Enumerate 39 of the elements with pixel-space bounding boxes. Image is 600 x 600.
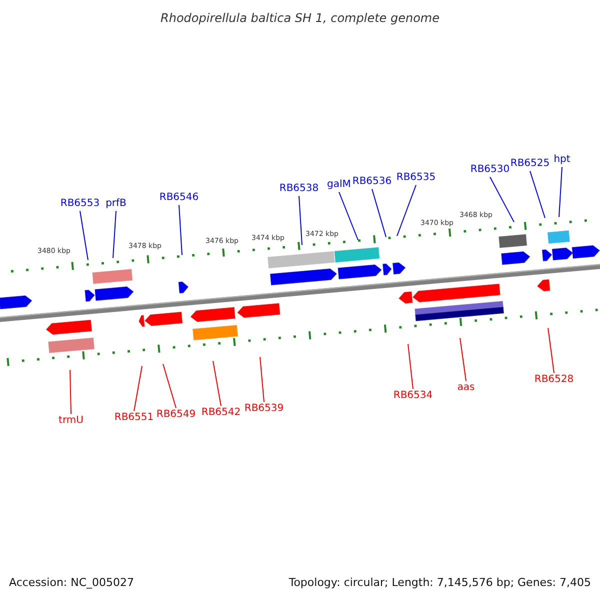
gene-label: RB6539 bbox=[244, 402, 284, 416]
gene-label: RB6536 bbox=[352, 175, 392, 189]
gene-label: galM bbox=[327, 178, 351, 192]
leader-line bbox=[460, 338, 466, 382]
leader-line bbox=[338, 192, 358, 240]
leader-line bbox=[178, 204, 182, 256]
gene-label: RB6525 bbox=[510, 157, 550, 171]
leader-line bbox=[134, 366, 142, 412]
gene-label: RB6546 bbox=[159, 191, 199, 205]
gene-label: RB6549 bbox=[156, 408, 196, 422]
gene-label: RB6530 bbox=[470, 163, 510, 177]
gene-label: aas bbox=[457, 381, 475, 395]
gene-label: RB6551 bbox=[114, 411, 154, 425]
gene-label: RB6538 bbox=[279, 182, 319, 196]
leader-line bbox=[558, 166, 562, 218]
accession-text: Accession: NC_005027 bbox=[9, 575, 134, 591]
title: Rhodopirellula baltica SH 1, complete genome bbox=[160, 10, 440, 27]
gene-label: RB6542 bbox=[201, 406, 241, 420]
gene-label: RB6535 bbox=[396, 171, 436, 185]
leader-line bbox=[548, 328, 554, 374]
leader-line bbox=[80, 210, 88, 260]
gene-label: RB6528 bbox=[534, 373, 574, 387]
gene-label: RB6534 bbox=[393, 389, 433, 403]
genome-summary-text: Topology: circular; Length: 7,145,576 bp; Genes: 7,405 bbox=[288, 575, 591, 591]
leader-line bbox=[162, 364, 176, 408]
leader-line bbox=[260, 356, 264, 402]
gene-label: trmU bbox=[58, 414, 84, 428]
gene-label: RB6553 bbox=[60, 197, 100, 211]
gene-label: prfB bbox=[106, 197, 126, 211]
leader-line bbox=[70, 370, 72, 414]
leader-line bbox=[530, 170, 546, 218]
leader-line bbox=[490, 176, 514, 222]
leader-line bbox=[212, 360, 222, 406]
leader-line bbox=[298, 196, 302, 246]
leader-line bbox=[372, 188, 386, 238]
gene-label: hpt bbox=[554, 153, 570, 167]
leader-line bbox=[408, 344, 414, 390]
leader-line bbox=[396, 184, 416, 236]
leader-line bbox=[112, 210, 116, 258]
